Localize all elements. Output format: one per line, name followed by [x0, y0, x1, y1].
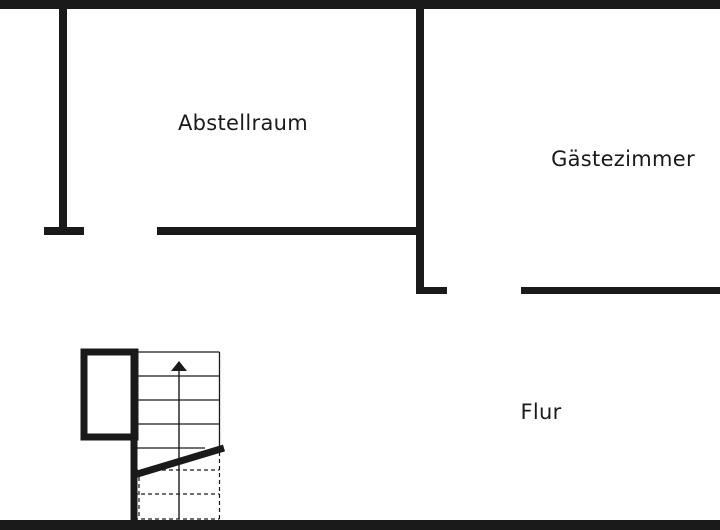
room-label-flur: Flur — [520, 400, 561, 424]
room-label-gaestezimmer: Gästezimmer — [551, 147, 695, 171]
stair-arrow-up-icon — [171, 361, 187, 371]
staircase — [80, 348, 226, 522]
stair-cut-line — [132, 444, 226, 479]
stair-treads — [134, 351, 221, 450]
stair-landing-box — [80, 348, 139, 441]
room-label-abstellraum: Abstellraum — [178, 111, 308, 135]
